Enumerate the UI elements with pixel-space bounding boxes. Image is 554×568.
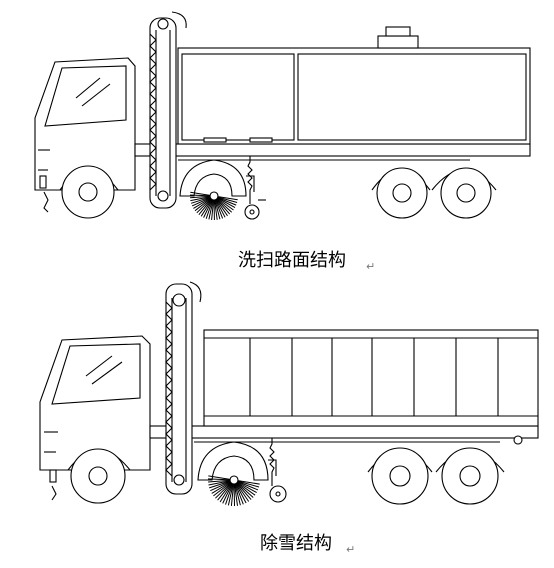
caption-snow: 除雪结构 — [260, 533, 332, 554]
lift-chain — [269, 438, 287, 503]
snow-removal-truck — [39, 281, 539, 507]
chassis-frame — [134, 143, 531, 157]
cab — [34, 57, 136, 219]
rear-wheels — [371, 167, 497, 219]
cab — [39, 335, 151, 504]
headlight — [39, 175, 47, 189]
tank-hatch — [377, 35, 419, 49]
headlight — [49, 469, 57, 483]
cargo-box — [203, 329, 539, 445]
caption-sweeper: 洗扫路面结构 — [238, 250, 346, 271]
cab-window — [51, 343, 141, 405]
rear-wheels — [367, 447, 505, 505]
tank-panel — [297, 53, 527, 141]
front-wheel — [61, 165, 115, 219]
paragraph-mark: ↵ — [366, 260, 375, 273]
paragraph-mark: ↵ — [346, 543, 355, 556]
water-tank — [177, 26, 531, 145]
chassis-frame — [149, 425, 539, 439]
sweeper-brush — [179, 159, 255, 221]
lift-chain — [244, 156, 266, 220]
brush-hub — [229, 475, 239, 485]
brush-hub — [209, 191, 219, 201]
conveyor-elevator — [149, 11, 187, 209]
tank-door — [181, 53, 295, 141]
snow-brush — [197, 441, 277, 507]
sweeper-truck — [34, 11, 531, 221]
cab-window — [44, 65, 127, 127]
front-wheel — [70, 448, 126, 504]
conveyor-elevator — [165, 281, 202, 495]
